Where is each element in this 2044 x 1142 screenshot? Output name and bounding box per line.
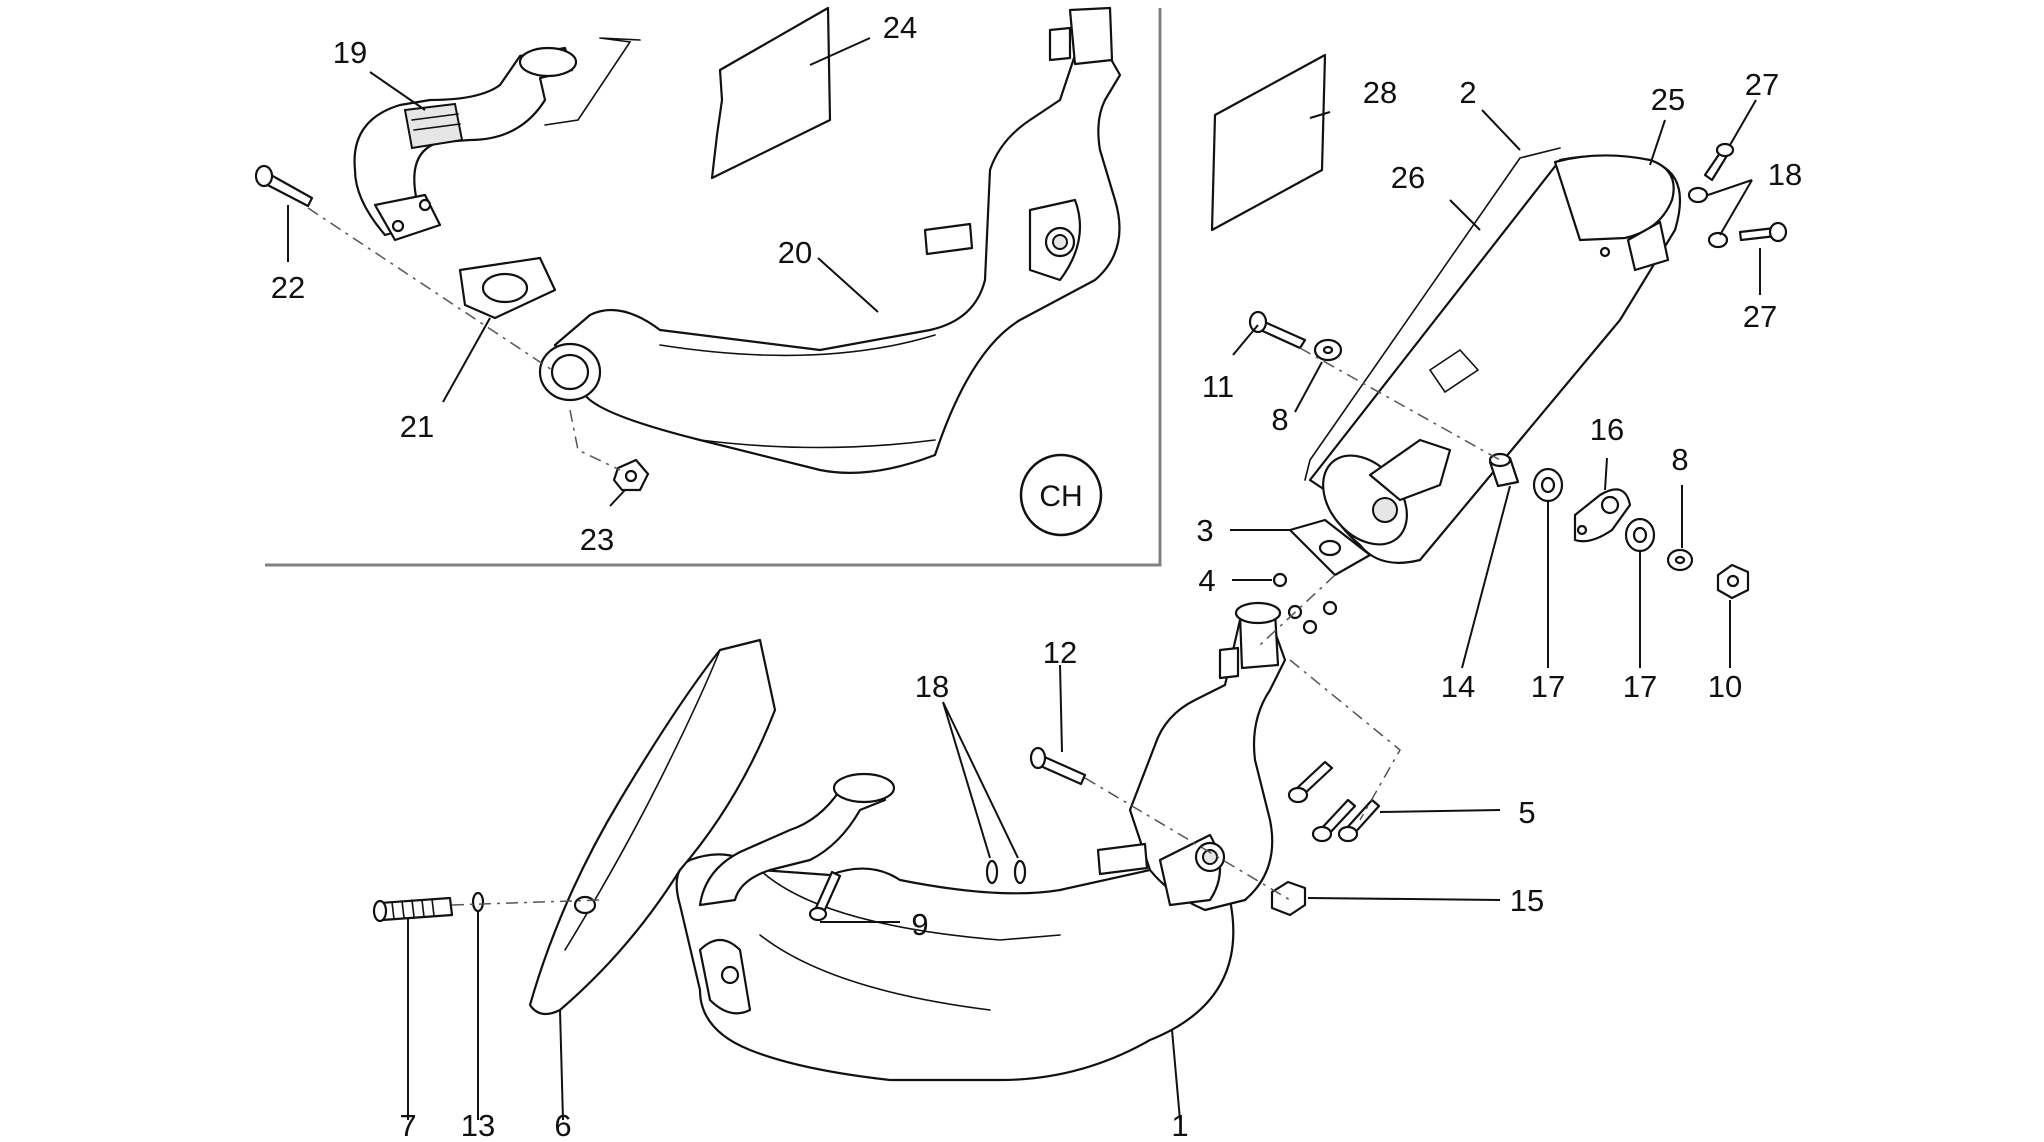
part-27-screw-top [1703,142,1735,182]
part-14-spacer [1488,452,1520,488]
callout-17-left: 17 [1531,669,1565,704]
part-7-bolt [372,896,454,923]
part-23-nut [612,458,650,492]
part-16-bracket [1573,488,1632,543]
inset-badge-text: CH [1039,480,1082,513]
callout-15: 15 [1510,883,1544,918]
callout-25: 25 [1651,82,1685,117]
part-18-washer-top [1687,186,1729,249]
callout-24: 24 [883,10,917,45]
part-24-label-sheet [710,6,832,180]
callout-16: 16 [1590,412,1624,447]
part-2-silencer-shell-outline [1304,147,1561,481]
callout-18-top: 18 [1768,157,1802,192]
callout-labels: 19 24 22 20 21 23 28 2 25 27 26 18 27 11… [271,10,1802,1142]
callout-23: 23 [580,522,614,557]
callout-5: 5 [1518,795,1535,830]
callout-8-left: 8 [1271,402,1288,437]
part-5-screws [1287,760,1381,843]
callout-17-right: 17 [1623,669,1657,704]
callout-27-top: 27 [1745,67,1779,102]
part-3-gasket [1288,518,1372,577]
part-27-screw-side [1738,221,1788,243]
callout-7: 7 [399,1108,416,1142]
part-18-washers-bottom [985,859,1027,885]
part-8-washer-right [1666,548,1694,572]
assembly-lines [307,207,1501,906]
callout-19: 19 [333,35,367,70]
callout-26: 26 [1391,160,1425,195]
callout-28: 28 [1363,75,1397,110]
callout-12: 12 [1043,635,1077,670]
callout-10: 10 [1708,669,1742,704]
callout-27-bottom: 27 [1743,299,1777,334]
callout-11: 11 [1202,369,1234,404]
part-13-washer [471,891,485,913]
callout-4: 4 [1198,563,1215,598]
part-22-stud [254,164,314,208]
part-9-stud [808,870,842,922]
callout-18-bottom: 18 [915,669,949,704]
part-12-bolt [1029,746,1087,786]
part-6-heat-guard [528,638,777,1016]
part-11-bolt [1248,310,1307,350]
callout-1: 1 [1171,1108,1188,1142]
part-1-header-bend [698,772,896,907]
callout-20: 20 [778,235,812,270]
part-28-label-sheet [1210,53,1327,232]
part-17-grommet-left [1532,467,1564,503]
part-19-header-pipe [353,37,641,242]
part-8-washer-left [1313,338,1343,362]
callout-22: 22 [271,270,305,305]
callout-9: 9 [911,907,928,942]
callout-6: 6 [554,1108,571,1142]
inset-frame [265,8,1162,567]
callout-8-right: 8 [1671,442,1688,477]
part-21-gasket [458,256,557,320]
callout-14: 14 [1441,669,1475,704]
callout-21: 21 [400,409,434,444]
part-26-silencer [1308,154,1682,564]
part-17-grommet-right [1624,517,1656,553]
inset-badge: CH [1019,453,1103,537]
callout-13: 13 [461,1108,495,1142]
part-10-nut [1716,563,1750,600]
callout-2: 2 [1459,75,1476,110]
part-20-catalyst-body [538,6,1122,474]
callout-3: 3 [1196,513,1213,548]
leader-lines [287,37,1761,1121]
